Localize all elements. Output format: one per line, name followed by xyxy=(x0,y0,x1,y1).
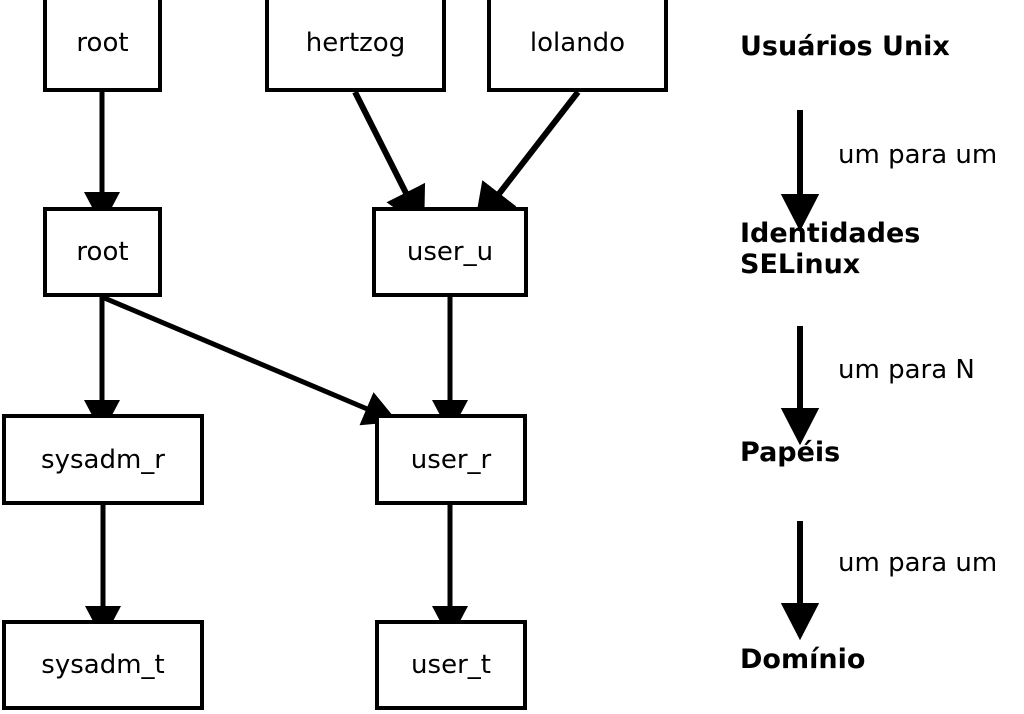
node-domain-sysadm-t[interactable]: sysadm_t xyxy=(2,620,204,710)
legend-stage-selinux-identities: Identidades SELinux xyxy=(740,218,921,281)
node-label: lolando xyxy=(529,28,626,58)
edge-hertzog-to-user-u xyxy=(352,90,426,229)
node-label: user_t xyxy=(411,650,491,680)
node-label: root xyxy=(76,237,129,267)
node-selinux-identity-user-u[interactable]: user_u xyxy=(372,207,528,297)
legend-relation-one-to-one-domain: um para um xyxy=(838,548,998,578)
node-unix-user-lolando[interactable]: lolando xyxy=(487,0,668,92)
node-unix-user-hertzog[interactable]: hertzog xyxy=(265,0,446,92)
legend-stage-domains: Domínio xyxy=(740,644,866,675)
node-label: sysadm_r xyxy=(41,444,165,475)
edge-identity-root-to-user-r xyxy=(101,294,398,426)
node-label: user_u xyxy=(406,237,494,267)
legend-stage-roles: Papéis xyxy=(740,437,841,468)
node-selinux-identity-root[interactable]: root xyxy=(43,207,162,297)
legend-relation-one-to-one-identity: um para um xyxy=(838,140,998,170)
legend-relation-one-to-n-roles: um para N xyxy=(838,355,975,385)
node-unix-user-root[interactable]: root xyxy=(43,0,162,92)
node-label: hertzog xyxy=(305,28,406,58)
node-label: root xyxy=(76,28,129,58)
legend-stage-unix-users: Usuários Unix xyxy=(740,31,950,62)
edge-lolando-to-user-u xyxy=(474,90,581,226)
node-role-sysadm-r[interactable]: sysadm_r xyxy=(2,414,204,505)
node-domain-user-t[interactable]: user_t xyxy=(375,620,527,710)
node-label: sysadm_t xyxy=(41,650,165,680)
node-label: user_r xyxy=(410,444,492,475)
node-role-user-r[interactable]: user_r xyxy=(375,414,527,505)
